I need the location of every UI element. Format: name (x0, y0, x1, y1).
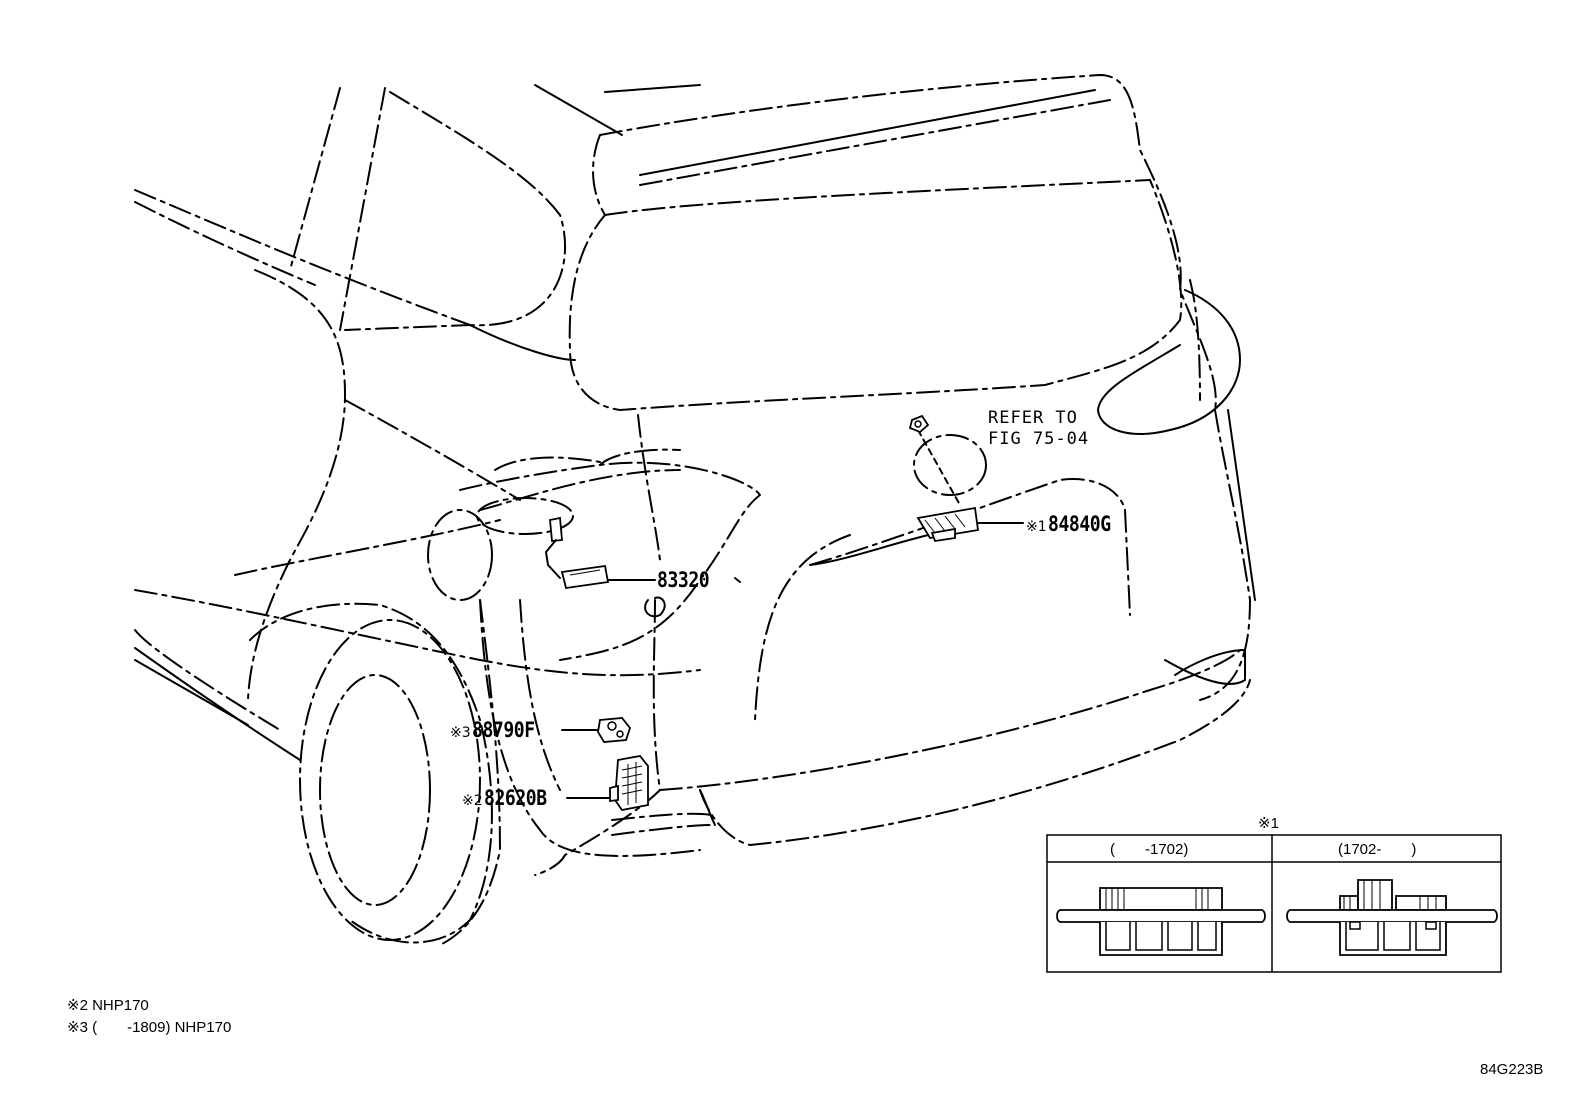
inset-marker: ※1 (1258, 815, 1279, 832)
part-number: 83320 (657, 568, 710, 592)
figure-code: 84G223B (1480, 1061, 1544, 1078)
connector-88790f-part (597, 717, 632, 743)
inset-header-late: (1702- ) (1338, 841, 1417, 858)
callout-mark: ※1 (1026, 519, 1047, 535)
note-2: ※3 ( -1809) NHP170 (67, 1019, 232, 1036)
callout-mark: ※2 (462, 793, 483, 809)
refer-to-label: REFER TO FIG 75-04 (988, 410, 1089, 448)
inset-box (1046, 834, 1502, 973)
sensor-83320-part (545, 516, 610, 590)
part-number: 82620B (483, 786, 547, 810)
leader-lines (561, 522, 1024, 799)
callout-82620b[interactable]: ※282620B (462, 788, 557, 809)
callout-88790f[interactable]: ※388790F (450, 720, 545, 741)
lamp-early-drawing (1056, 887, 1266, 956)
callout-83320[interactable]: 83320 (657, 570, 718, 591)
callout-84840g[interactable]: ※184840G (1026, 514, 1121, 535)
lamp-late-drawing (1286, 879, 1498, 956)
vehicle-outline (134, 74, 1256, 946)
module-82620b-part (609, 755, 649, 811)
part-number: 84840G (1047, 512, 1111, 536)
grommet-line (644, 596, 666, 618)
callout-mark: ※3 (450, 725, 471, 741)
note-1: ※2 NHP170 (67, 997, 149, 1014)
clip-part (908, 414, 930, 434)
refer-line-1: REFER TO (988, 408, 1078, 428)
refer-line-2: FIG 75-04 (988, 429, 1090, 449)
inset-header-early: ( -1702) (1110, 841, 1189, 858)
switch-84840g-part (916, 506, 980, 542)
part-number: 88790F (471, 718, 535, 742)
